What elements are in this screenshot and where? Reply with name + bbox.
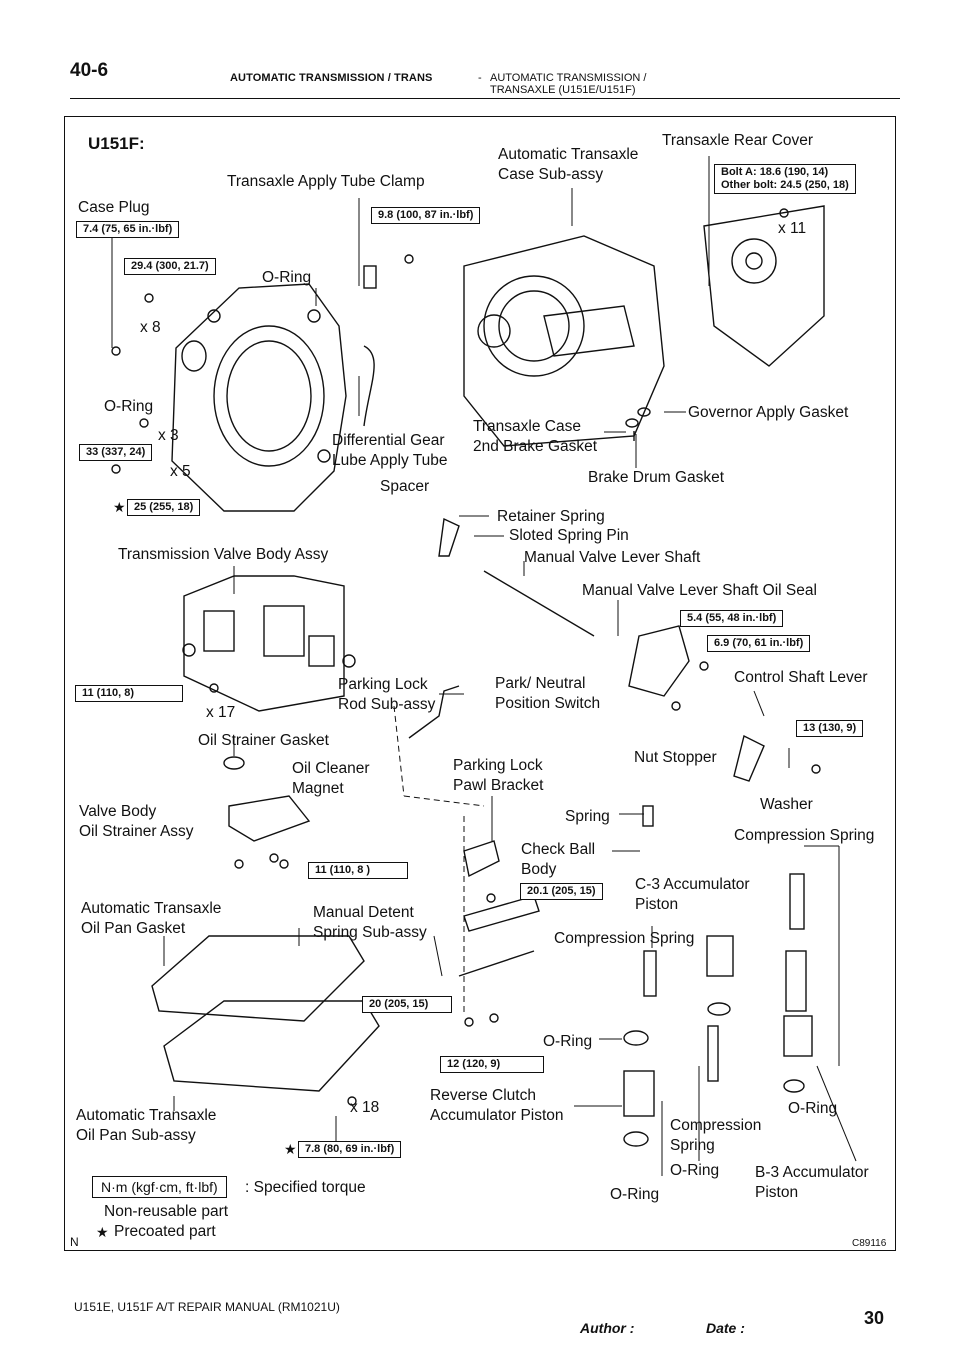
c3-piston-drawing (706, 935, 734, 977)
precoated-star-icon: ★ (113, 499, 126, 515)
label-auto-transaxle-case: Automatic Transaxle Case Sub-assy (498, 146, 639, 183)
label-x8: x 8 (140, 319, 161, 336)
label-oring-mid: O-Ring (543, 1033, 593, 1050)
label-check-ball: Check Ball Body (521, 841, 596, 878)
label-valve-body-strainer: Valve Body Oil Strainer Assy (79, 803, 194, 840)
model-label: U151F: (88, 134, 145, 153)
torque-t10: 13 (130, 9) (796, 720, 864, 737)
reverse-clutch-piston-drawing (623, 1070, 655, 1117)
torque-t13: 20 (205, 15) (362, 996, 452, 1013)
corner-letter: N (70, 1235, 79, 1249)
rear-cover-drawing (703, 205, 825, 367)
label-x3: x 3 (158, 427, 179, 444)
page-number: 40-6 (70, 60, 109, 81)
label-oil-pan: Automatic Transaxle Oil Pan Sub-assy (76, 1107, 217, 1144)
label-x18: x 18 (350, 1099, 380, 1116)
label-tube-clamp: Transaxle Apply Tube Clamp (227, 173, 425, 190)
label-nut-stopper: Nut Stopper (634, 749, 717, 766)
date-label: Date : (706, 1320, 745, 1336)
transaxle-case-drawing (463, 235, 665, 447)
label-retainer-spring: Retainer Spring (497, 508, 605, 525)
parts-illustration (111, 156, 857, 1176)
footer-page-number: 30 (864, 1308, 885, 1328)
label-governor-gasket: Governor Apply Gasket (688, 404, 849, 421)
label-oil-strainer-gasket: Oil Strainer Gasket (198, 732, 329, 749)
label-parking-lock-pawl: Parking Lock Pawl Bracket (453, 757, 544, 794)
legend-precoated: Precoated part (114, 1223, 216, 1240)
label-spacer: Spacer (380, 478, 430, 495)
torque-t15: 7.8 (80, 69 in.·lbf) (298, 1141, 402, 1158)
label-transaxle-case-gasket: Transaxle Case 2nd Brake Gasket (473, 418, 598, 455)
torque-t3: 9.8 (100, 87 in.·lbf) (371, 207, 481, 224)
label-oring-left: O-Ring (104, 398, 154, 415)
section-title-right: AUTOMATIC TRANSMISSION / TRANSAXLE (U151… (490, 72, 647, 96)
label-b3-piston: B-3 Accumulator Piston (755, 1164, 869, 1201)
label-washer: Washer (760, 796, 813, 813)
precoated-star-icon: ★ (284, 1141, 297, 1157)
label-control-shaft-lever: Control Shaft Lever (734, 669, 868, 686)
legend-unit-box: N·m (kgf·cm, ft·lbf) (92, 1176, 227, 1198)
section-dash: - (478, 72, 482, 84)
legend-specified-torque: : Specified torque (245, 1179, 366, 1196)
label-transaxle-rear-cover: Transaxle Rear Cover (662, 132, 814, 149)
label-case-plug: Case Plug (78, 199, 150, 216)
torque-t12: 20.1 (205, 15) (520, 883, 603, 900)
torque-t14: 12 (120, 9) (440, 1056, 544, 1073)
label-oring-r: O-Ring (788, 1100, 838, 1117)
torque-t6: 25 (255, 18) (127, 499, 201, 516)
label-oring-b2: O-Ring (610, 1186, 660, 1203)
label-x17: x 17 (206, 704, 236, 721)
torque-t4: Bolt A: 18.6 (190, 14) Other bolt: 24.5 … (714, 164, 856, 194)
valve-body-drawing (183, 575, 345, 712)
oil-pan-gasket-drawing (151, 935, 365, 1022)
oil-pan-drawing (163, 1000, 380, 1092)
strainer-drawing (228, 795, 311, 842)
label-oring-top: O-Ring (262, 269, 312, 286)
label-brake-drum-gasket: Brake Drum Gasket (588, 469, 725, 486)
label-valve-body-assy: Transmission Valve Body Assy (118, 546, 329, 563)
torque-t7: 5.4 (55, 48 in.·lbf) (680, 610, 784, 627)
header-rule (70, 98, 900, 99)
torque-t1: 7.4 (75, 65 in.·lbf) (76, 221, 180, 238)
legend-star-icon: ★ (96, 1224, 109, 1240)
label-sloted-pin: Sloted Spring Pin (509, 527, 629, 544)
author-label: Author : (580, 1320, 635, 1336)
transaxle-housing-drawing (171, 283, 347, 512)
figure-code: C89116 (852, 1238, 887, 1249)
label-spring: Spring (565, 808, 610, 825)
label-reverse-clutch: Reverse Clutch Accumulator Piston (430, 1087, 564, 1124)
label-manual-valve-shaft: Manual Valve Lever Shaft (524, 549, 701, 566)
label-parking-lock-rod: Parking Lock Rod Sub-assy (338, 676, 436, 713)
diagram-frame (64, 116, 896, 1251)
legend-non-reusable: Non-reusable part (104, 1203, 229, 1220)
label-c3-piston: C-3 Accumulator Piston (635, 876, 750, 913)
label-diff-gear-tube: Differential Gear Lube Apply Tube (332, 432, 448, 469)
torque-t2: 29.4 (300, 21.7) (124, 258, 216, 275)
torque-t8: 6.9 (70, 61 in.·lbf) (707, 635, 811, 652)
torque-t9: 11 (110, 8) (75, 685, 183, 702)
manual-title: U151E, U151F A/T REPAIR MANUAL (RM1021U) (74, 1300, 340, 1314)
label-oil-cleaner-magnet: Oil Cleaner Magnet (292, 760, 370, 797)
label-compression-spring-m: Compression Spring (554, 930, 695, 947)
label-shaft-oil-seal: Manual Valve Lever Shaft Oil Seal (582, 582, 817, 599)
b3-piston-drawing (783, 1015, 813, 1057)
label-oil-pan-gasket: Automatic Transaxle Oil Pan Gasket (81, 900, 222, 937)
label-manual-detent: Manual Detent Spring Sub-assy (313, 904, 427, 941)
torque-t11: 11 (110, 8 ) (308, 862, 408, 879)
section-title-left: AUTOMATIC TRANSMISSION / TRANS (230, 72, 433, 84)
label-pn-switch: Park/ Neutral Position Switch (495, 675, 601, 712)
label-compression-spring-r: Compression Spring (734, 827, 875, 844)
label-x5: x 5 (170, 463, 191, 480)
label-compression-spring-b: Compression Spring (670, 1117, 762, 1154)
label-oring-b1: O-Ring (670, 1162, 720, 1179)
torque-t5: 33 (337, 24) (79, 444, 153, 461)
label-x11: x 11 (778, 220, 807, 237)
